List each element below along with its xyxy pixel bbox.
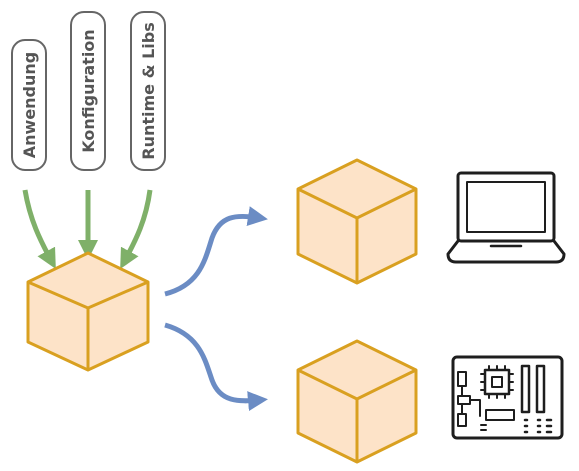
- pill-runtime: Runtime & Libs: [130, 11, 166, 171]
- circuit-board-icon: [451, 355, 564, 440]
- arrow-to-board: [164, 322, 268, 412]
- label-konfiguration: Konfiguration: [79, 29, 98, 152]
- target-cube-board: [296, 339, 418, 464]
- source-cube: [26, 251, 150, 372]
- arrow-runtime: [120, 189, 153, 270]
- arrow-anwendung: [22, 189, 56, 270]
- pill-anwendung: Anwendung: [11, 39, 47, 171]
- arrow-to-laptop: [164, 206, 268, 297]
- pill-konfiguration: Konfiguration: [70, 11, 106, 171]
- target-cube-laptop: [296, 158, 418, 285]
- label-anwendung: Anwendung: [20, 52, 39, 158]
- label-runtime: Runtime & Libs: [139, 22, 158, 160]
- laptop-icon: [446, 171, 566, 264]
